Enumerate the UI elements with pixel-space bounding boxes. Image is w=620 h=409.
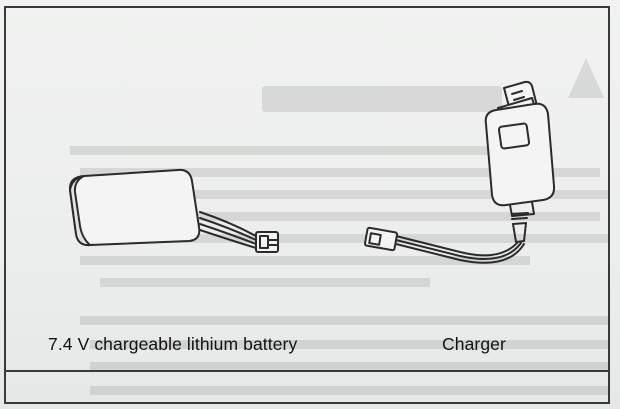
divider-line [4, 370, 610, 372]
content-frame [4, 6, 610, 404]
battery-caption: 7.4 V chargeable lithium battery [48, 334, 298, 354]
charger-caption: Charger [442, 334, 506, 354]
